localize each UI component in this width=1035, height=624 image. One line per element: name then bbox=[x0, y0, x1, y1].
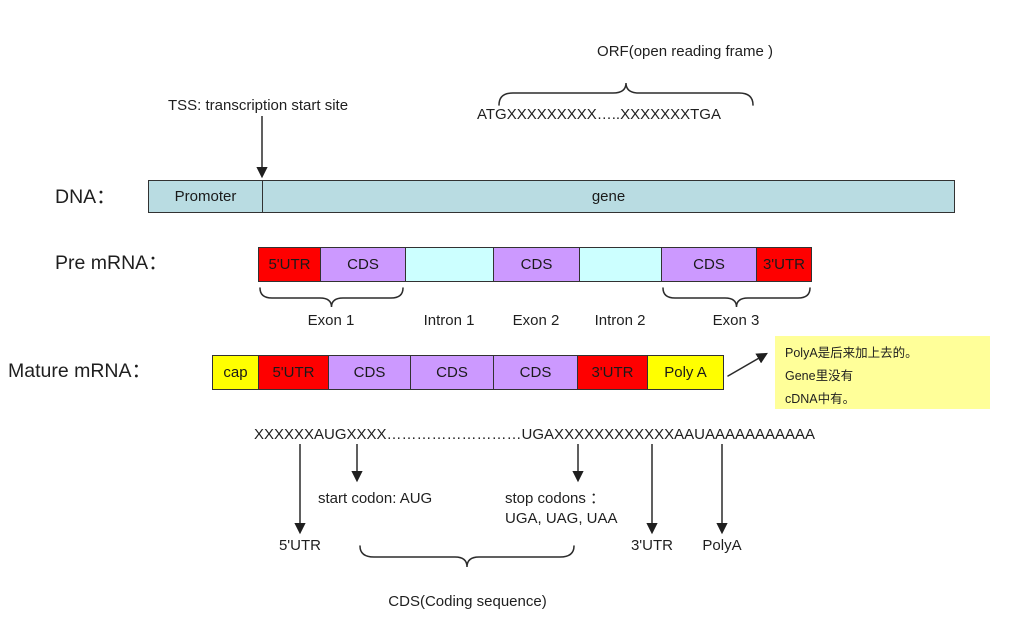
note-arrow bbox=[727, 352, 768, 377]
stop-codons-list: UGA, UAG, UAA bbox=[505, 510, 618, 527]
region-label-intron1: Intron 1 bbox=[423, 312, 475, 329]
start-codon-label: start codon: AUG bbox=[318, 490, 433, 507]
tss-arrow bbox=[256, 116, 268, 179]
utr5-label: 5'UTR bbox=[278, 537, 322, 554]
cds-brace bbox=[359, 545, 575, 568]
orf-label: ORF(open reading frame ) bbox=[597, 43, 773, 60]
tss-label: TSS: transcription start site bbox=[168, 97, 349, 114]
exon1-brace bbox=[259, 287, 404, 308]
polya-label: PolyA bbox=[702, 537, 742, 554]
dna-segment-gene: gene bbox=[263, 181, 954, 212]
pre-segment-intron1 bbox=[406, 248, 494, 281]
pre-segment-cds2: CDS bbox=[494, 248, 580, 281]
pre-segment-5utr: 5'UTR bbox=[259, 248, 321, 281]
pre-segment-cds3: CDS bbox=[662, 248, 757, 281]
mature-segment-polya: Poly A bbox=[648, 356, 723, 389]
exon3-brace bbox=[662, 287, 811, 308]
mature-segment-5utr: 5'UTR bbox=[259, 356, 329, 389]
polya-arrow bbox=[716, 444, 728, 535]
dna-segment-promoter: Promoter bbox=[149, 181, 263, 212]
mature-mrna-bar: cap 5'UTR CDS CDS CDS 3'UTR Poly A bbox=[212, 355, 724, 390]
utr3-label: 3'UTR bbox=[630, 537, 674, 554]
start-codon-arrow bbox=[351, 444, 363, 483]
orf-brace bbox=[498, 82, 754, 106]
region-label-intron2: Intron 2 bbox=[594, 312, 646, 329]
note-line-3: cDNA中有。 bbox=[785, 392, 856, 406]
region-label-exon3: Exon 3 bbox=[712, 312, 760, 329]
mrna-sequence: XXXXXXAUGXXXX………………………UGAXXXXXXXXXXXXAAU… bbox=[254, 426, 816, 443]
pre-mrna-row-label: Pre mRNA： bbox=[55, 252, 168, 274]
orf-sequence: ATGXXXXXXXXX…..XXXXXXXTGA bbox=[477, 106, 721, 123]
dna-row-label: DNA： bbox=[55, 186, 116, 208]
cds-full-label: CDS(Coding sequence) bbox=[388, 593, 547, 610]
pre-mrna-bar: 5'UTR CDS CDS CDS 3'UTR bbox=[258, 247, 812, 282]
stop-codons-title: stop codons ： bbox=[505, 490, 606, 507]
pre-segment-cds1: CDS bbox=[321, 248, 406, 281]
note-box: PolyA是后来加上去的。 Gene里没有 cDNA中有。 bbox=[775, 336, 990, 409]
note-line-2: Gene里没有 bbox=[785, 369, 854, 383]
utr5-arrow bbox=[294, 444, 306, 535]
pre-segment-intron2 bbox=[580, 248, 662, 281]
mature-segment-cds1: CDS bbox=[329, 356, 411, 389]
stop-codon-arrow bbox=[572, 444, 584, 483]
pre-segment-3utr: 3'UTR bbox=[757, 248, 811, 281]
note-line-1: PolyA是后来加上去的。 bbox=[785, 346, 918, 360]
mature-segment-cds2: CDS bbox=[411, 356, 494, 389]
mature-segment-cap: cap bbox=[213, 356, 259, 389]
mature-segment-3utr: 3'UTR bbox=[578, 356, 648, 389]
mature-segment-cds3: CDS bbox=[494, 356, 578, 389]
region-label-exon2: Exon 2 bbox=[512, 312, 560, 329]
dna-bar: Promoter gene bbox=[148, 180, 955, 213]
region-label-exon1: Exon 1 bbox=[307, 312, 355, 329]
utr3-arrow bbox=[646, 444, 658, 535]
mature-mrna-row-label: Mature mRNA： bbox=[8, 360, 152, 382]
